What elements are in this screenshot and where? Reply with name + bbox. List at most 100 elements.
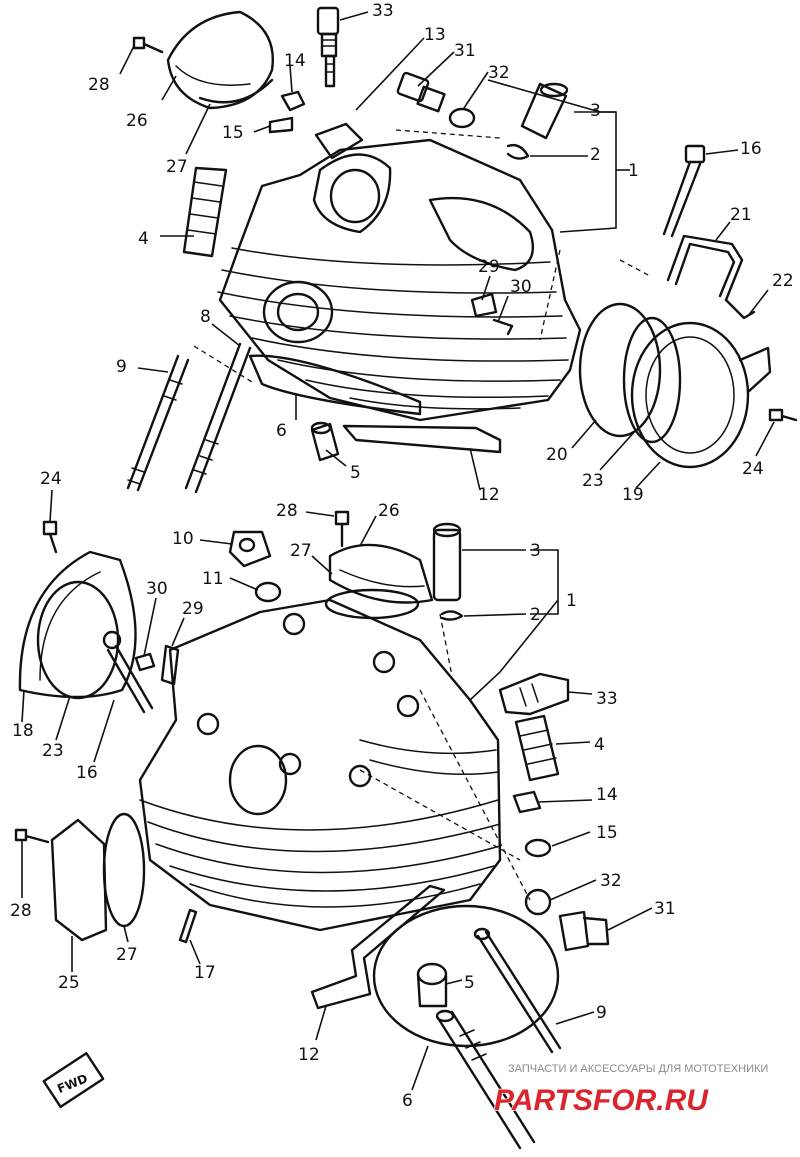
callout-32: 32 (488, 63, 510, 83)
part-20-cover-plate (578, 302, 662, 438)
part-17-stud (178, 908, 198, 944)
part-21-oil-pipe (666, 234, 744, 302)
part-8-stud (184, 342, 252, 494)
callout-8: 8 (200, 307, 211, 327)
upper-exhaust-port (428, 196, 535, 272)
part-33-spark-plug (498, 672, 570, 716)
lower-port-bore (228, 744, 288, 816)
part-24-bolt (42, 520, 58, 554)
part-13-spark-plug-boss (314, 122, 364, 160)
callout-16: 16 (740, 139, 762, 159)
part-33-spark-plug (316, 6, 340, 88)
part-12-gasket (342, 424, 502, 454)
part-2-clip (440, 610, 464, 621)
callout-22: 22 (772, 271, 794, 291)
callout-13: 13 (424, 25, 446, 45)
part-27-cover-gasket (198, 78, 274, 104)
callout-25: 25 (58, 973, 80, 993)
callout-1: 1 (566, 591, 577, 611)
lower-cylinder-head-assembly (14, 510, 610, 1150)
part-9-stud-long (435, 1009, 536, 1150)
part-14-nut (512, 790, 542, 814)
part-15-washer (524, 838, 552, 858)
part-23-o-ring (622, 316, 682, 444)
callout-31: 31 (454, 41, 476, 61)
part-16-stud (102, 630, 154, 714)
callout-9: 9 (596, 1003, 607, 1023)
callout-3: 3 (530, 541, 541, 561)
callout-15: 15 (596, 823, 618, 843)
part-23-o-ring (36, 580, 120, 700)
part-28-bolt (14, 828, 50, 844)
upper-side-bore (262, 280, 334, 344)
part-29-bracket (470, 292, 498, 318)
callout-3: 3 (590, 101, 601, 121)
callout-12: 12 (298, 1045, 320, 1065)
part-28-bolt (132, 36, 164, 54)
part-25-cover (50, 818, 108, 942)
callout-16: 16 (76, 763, 98, 783)
part-9-stud (126, 354, 190, 492)
part-32-washer (448, 107, 476, 129)
part-6-head-gasket (372, 904, 560, 1048)
upper-port-bore (329, 168, 381, 224)
callout-29: 29 (478, 257, 500, 277)
part-27-cover-gasket (324, 588, 420, 620)
callout-18: 18 (12, 721, 34, 741)
part-2-clip (506, 143, 530, 160)
callout-15: 15 (222, 123, 244, 143)
part-30-bolt (492, 318, 514, 336)
callout-10: 10 (172, 529, 194, 549)
part-11-washer (254, 581, 282, 603)
callout-19: 19 (622, 485, 644, 505)
part-22-banjo (724, 298, 756, 320)
callout-9: 9 (116, 357, 127, 377)
callout-27: 27 (116, 945, 138, 965)
upper-head-fins (217, 247, 569, 410)
callout-28: 28 (88, 75, 110, 95)
part-14-nut (280, 90, 306, 112)
upper-cylinder-head (218, 138, 582, 422)
callout-5: 5 (350, 463, 361, 483)
leader-lines (21, 11, 775, 1091)
part-9-stud (473, 927, 562, 1054)
part-30-bolt (134, 652, 156, 672)
part-12-gasket (310, 884, 446, 1010)
part-29-bracket (160, 644, 180, 686)
lower-cylinder-head (138, 598, 502, 932)
upper-cylinder-head-assembly (126, 6, 798, 494)
callout-12: 12 (478, 485, 500, 505)
callout-28: 28 (276, 501, 298, 521)
callout-2: 2 (530, 605, 541, 625)
callout-4: 4 (138, 229, 149, 249)
callout-2: 2 (590, 145, 601, 165)
callout-24: 24 (742, 459, 764, 479)
callout-4: 4 (594, 735, 605, 755)
callout-26: 26 (126, 111, 148, 131)
part-3-valve-guide (520, 82, 569, 140)
part-18-side-cover (18, 550, 137, 699)
part-27-o-ring (102, 812, 146, 928)
callout-33: 33 (372, 1, 394, 21)
watermark: ЗАПЧАСТИ И АКСЕССУАРЫ ДЛЯ МОТОТЕХНИКИ PA… (493, 1063, 768, 1118)
part-4-valve-spring (182, 166, 228, 258)
callout-14: 14 (284, 51, 306, 71)
callout-6: 6 (276, 421, 287, 441)
callout-28: 28 (10, 901, 32, 921)
fwd-direction-badge: FWD (42, 1052, 105, 1109)
part-10-nut (228, 530, 272, 568)
part-4-valve-spring (514, 714, 560, 782)
part-24-bolt (768, 408, 798, 422)
upper-intake-port (312, 153, 392, 234)
part-26-tappet-cover (166, 10, 274, 110)
part-15-washer (268, 116, 294, 134)
callout-1: 1 (628, 161, 639, 181)
part-26-tappet-cover (328, 543, 434, 604)
part-16-stud (662, 144, 706, 238)
part-28-bolt (334, 510, 350, 548)
callout-24: 24 (40, 469, 62, 489)
callout-33: 33 (596, 689, 618, 709)
part-5-dowel (310, 421, 340, 462)
